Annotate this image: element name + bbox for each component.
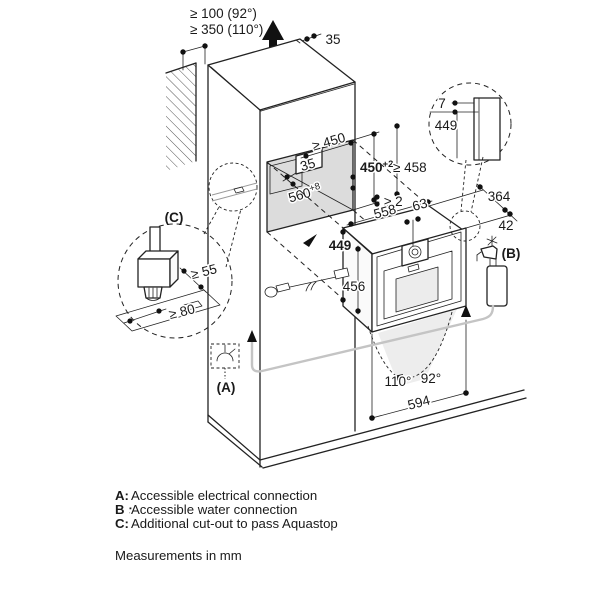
dim-appliance-width: 558 [372, 201, 398, 221]
panel-detail-circle: 7 449 [428, 82, 512, 242]
appliance-dimensions: 558 63 449 456 364 42 594 [327, 183, 518, 421]
legend-b-text: Accessible water connection [131, 502, 297, 517]
callout-c: (C) [165, 210, 184, 225]
legend-b-key: B : [115, 502, 133, 517]
dim-swing-min: 92° [421, 371, 441, 386]
dim-cutout-front: ≥ 80 [167, 301, 196, 322]
tap-icon [480, 245, 498, 260]
dim-appliance-depth: 364 [488, 189, 511, 204]
dim-panel-height: 449 [435, 118, 458, 133]
dim-door-depth: 42 [498, 218, 513, 233]
vent-arrow-up [262, 20, 284, 60]
legend-a-text: Accessible electrical connection [131, 488, 317, 503]
dim-appliance-height: 449 [329, 238, 352, 253]
dim-clearance-110: ≥ 350 (110°) [190, 22, 263, 37]
utility-routing [247, 304, 495, 373]
legend-c-text: Additional cut-out to pass Aquastop [131, 516, 338, 531]
legend: A: Accessible electrical connection B : … [114, 487, 340, 565]
dim-niche-height: 450+2 [360, 159, 393, 175]
aquastop-hose [264, 234, 350, 298]
dim-rear-clearance: ≥ 2 [384, 194, 403, 209]
niche: 35 ≥ 450 560+8 [266, 128, 356, 233]
appliance [342, 205, 467, 333]
callout-b: (B) [502, 246, 521, 261]
dim-swing-max: 110° [385, 374, 412, 389]
dim-front-height: 456 [343, 279, 366, 294]
dim-niche-depth: 560+8 [286, 181, 322, 206]
dim-side-clearance: ≥ 458 [393, 160, 427, 175]
legend-a-key: A: [115, 488, 129, 503]
top-clearance-dimension: ≥ 100 (92°) ≥ 350 (110°) [180, 5, 265, 71]
measurements-note: Measurements in mm [115, 548, 242, 563]
door-swing: 110° 92° [367, 309, 457, 391]
dim-front-width: 594 [406, 392, 432, 412]
routing-arrow-icon [247, 330, 257, 342]
dim-niche-side-gap: 35 [298, 155, 317, 174]
water-tap: (B) [476, 235, 522, 307]
niche-height-value: 450 [360, 160, 383, 175]
niche-depth-tolerance: +8 [308, 181, 321, 195]
dim-clearance-92: ≥ 100 (92°) [190, 6, 257, 21]
hose-arrow-icon [303, 234, 317, 247]
electrical-outlet: (A) [210, 343, 240, 397]
callout-a: (A) [217, 380, 236, 395]
top-rear-gap-dimension: 35 [298, 31, 342, 49]
wall-hatching [165, 62, 197, 171]
aquastop-valve [486, 265, 508, 307]
insert-arrow-icon [461, 305, 471, 317]
spout-icon [408, 245, 422, 259]
cutout-detail-circle: (C) ≥ 55 ≥ 80 [115, 162, 258, 339]
dim-panel-thickness: 7 [438, 96, 446, 111]
legend-c-key: C: [115, 516, 129, 531]
dim-spout-offset: 63 [411, 195, 429, 213]
outlet-icon [216, 352, 234, 362]
dim-top-rear-gap: 35 [325, 32, 340, 47]
niche-height-tolerance: +2 [383, 159, 394, 170]
dim-cutout-side: ≥ 55 [189, 261, 218, 282]
cabinet [207, 38, 527, 469]
niche-height-dimensions: 450+2 ≥ 458 ≥ 2 [352, 123, 428, 211]
swing-arrow-icon [394, 374, 403, 384]
